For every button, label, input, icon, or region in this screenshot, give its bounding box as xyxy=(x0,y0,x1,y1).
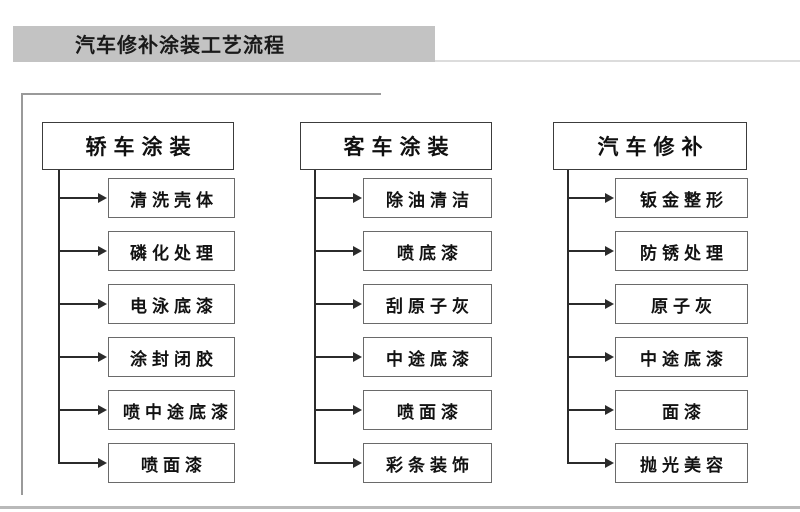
column-spine-line-1 xyxy=(58,170,60,464)
connector-line xyxy=(567,409,606,411)
outer-frame-left-edge xyxy=(21,93,23,495)
connector-line xyxy=(567,356,606,358)
process-step-box[interactable]: 除油清洁 xyxy=(363,178,492,218)
process-step-box[interactable]: 刮原子灰 xyxy=(363,284,492,324)
column-spine-line-2 xyxy=(314,170,316,464)
connector-line xyxy=(314,462,354,464)
column-header-box-1[interactable]: 轿车涂装 xyxy=(42,122,234,170)
column-header-box-2[interactable]: 客车涂装 xyxy=(300,122,492,170)
arrow-right-icon xyxy=(353,193,362,203)
process-step-label: 清洗壳体 xyxy=(130,190,218,211)
column-header-box-3[interactable]: 汽车修补 xyxy=(553,122,747,170)
title-divider-rule xyxy=(435,60,800,62)
process-step-box[interactable]: 喷中途底漆 xyxy=(108,390,235,430)
column-header-label: 汽车修补 xyxy=(597,135,710,159)
process-step-label: 除油清洁 xyxy=(386,190,474,211)
column-spine-line-3 xyxy=(567,170,569,464)
process-step-box[interactable]: 电泳底漆 xyxy=(108,284,235,324)
process-step-label: 喷中途底漆 xyxy=(123,402,233,423)
process-step-box[interactable]: 喷面漆 xyxy=(108,443,235,483)
connector-line xyxy=(58,250,99,252)
bottom-divider-rule xyxy=(0,506,800,509)
column-header-label: 轿车涂装 xyxy=(85,135,198,159)
connector-line xyxy=(314,250,354,252)
arrow-right-icon xyxy=(353,352,362,362)
arrow-right-icon xyxy=(98,458,107,468)
connector-line xyxy=(567,303,606,305)
process-step-box[interactable]: 彩条装饰 xyxy=(363,443,492,483)
connector-line xyxy=(58,356,99,358)
page-title: 汽车修补涂装工艺流程 xyxy=(75,33,285,57)
arrow-right-icon xyxy=(605,299,614,309)
connector-line xyxy=(58,303,99,305)
process-step-box[interactable]: 清洗壳体 xyxy=(108,178,235,218)
connector-line xyxy=(58,197,99,199)
process-step-label: 喷面漆 xyxy=(397,402,463,423)
process-step-box[interactable]: 中途底漆 xyxy=(363,337,492,377)
arrow-right-icon xyxy=(98,352,107,362)
connector-line xyxy=(58,462,99,464)
process-step-box[interactable]: 中途底漆 xyxy=(615,337,748,377)
arrow-right-icon xyxy=(353,458,362,468)
process-step-box[interactable]: 抛光美容 xyxy=(615,443,748,483)
connector-line xyxy=(567,197,606,199)
process-step-label: 刮原子灰 xyxy=(386,296,474,317)
process-step-box[interactable]: 磷化处理 xyxy=(108,231,235,271)
process-step-label: 彩条装饰 xyxy=(386,455,474,476)
connector-line xyxy=(314,197,354,199)
arrow-right-icon xyxy=(353,246,362,256)
column-header-label: 客车涂装 xyxy=(343,135,456,159)
connector-line xyxy=(314,409,354,411)
process-step-label: 钣金整形 xyxy=(640,190,728,211)
process-step-label: 电泳底漆 xyxy=(130,296,218,317)
arrow-right-icon xyxy=(98,193,107,203)
connector-line xyxy=(314,303,354,305)
process-step-box[interactable]: 喷底漆 xyxy=(363,231,492,271)
arrow-right-icon xyxy=(605,352,614,362)
arrow-right-icon xyxy=(605,246,614,256)
title-banner-background xyxy=(13,26,435,62)
arrow-right-icon xyxy=(605,193,614,203)
process-step-label: 磷化处理 xyxy=(130,243,218,264)
process-step-box[interactable]: 喷面漆 xyxy=(363,390,492,430)
arrow-right-icon xyxy=(98,405,107,415)
process-step-label: 中途底漆 xyxy=(386,349,474,370)
connector-line xyxy=(567,462,606,464)
connector-line xyxy=(58,409,99,411)
arrow-right-icon xyxy=(98,299,107,309)
process-step-box[interactable]: 原子灰 xyxy=(615,284,748,324)
process-step-box[interactable]: 防锈处理 xyxy=(615,231,748,271)
process-step-label: 面漆 xyxy=(662,402,706,423)
process-step-label: 喷面漆 xyxy=(141,455,207,476)
process-step-label: 原子灰 xyxy=(651,296,717,317)
arrow-right-icon xyxy=(605,405,614,415)
process-step-label: 抛光美容 xyxy=(640,455,728,476)
connector-line xyxy=(567,250,606,252)
outer-frame-top-edge xyxy=(21,93,381,95)
process-step-label: 喷底漆 xyxy=(397,243,463,264)
process-step-box[interactable]: 面漆 xyxy=(615,390,748,430)
arrow-right-icon xyxy=(605,458,614,468)
process-step-box[interactable]: 钣金整形 xyxy=(615,178,748,218)
process-step-label: 涂封闭胶 xyxy=(130,349,218,370)
arrow-right-icon xyxy=(353,405,362,415)
arrow-right-icon xyxy=(353,299,362,309)
process-step-label: 中途底漆 xyxy=(640,349,728,370)
process-step-label: 防锈处理 xyxy=(640,243,728,264)
connector-line xyxy=(314,356,354,358)
arrow-right-icon xyxy=(98,246,107,256)
process-step-box[interactable]: 涂封闭胶 xyxy=(108,337,235,377)
